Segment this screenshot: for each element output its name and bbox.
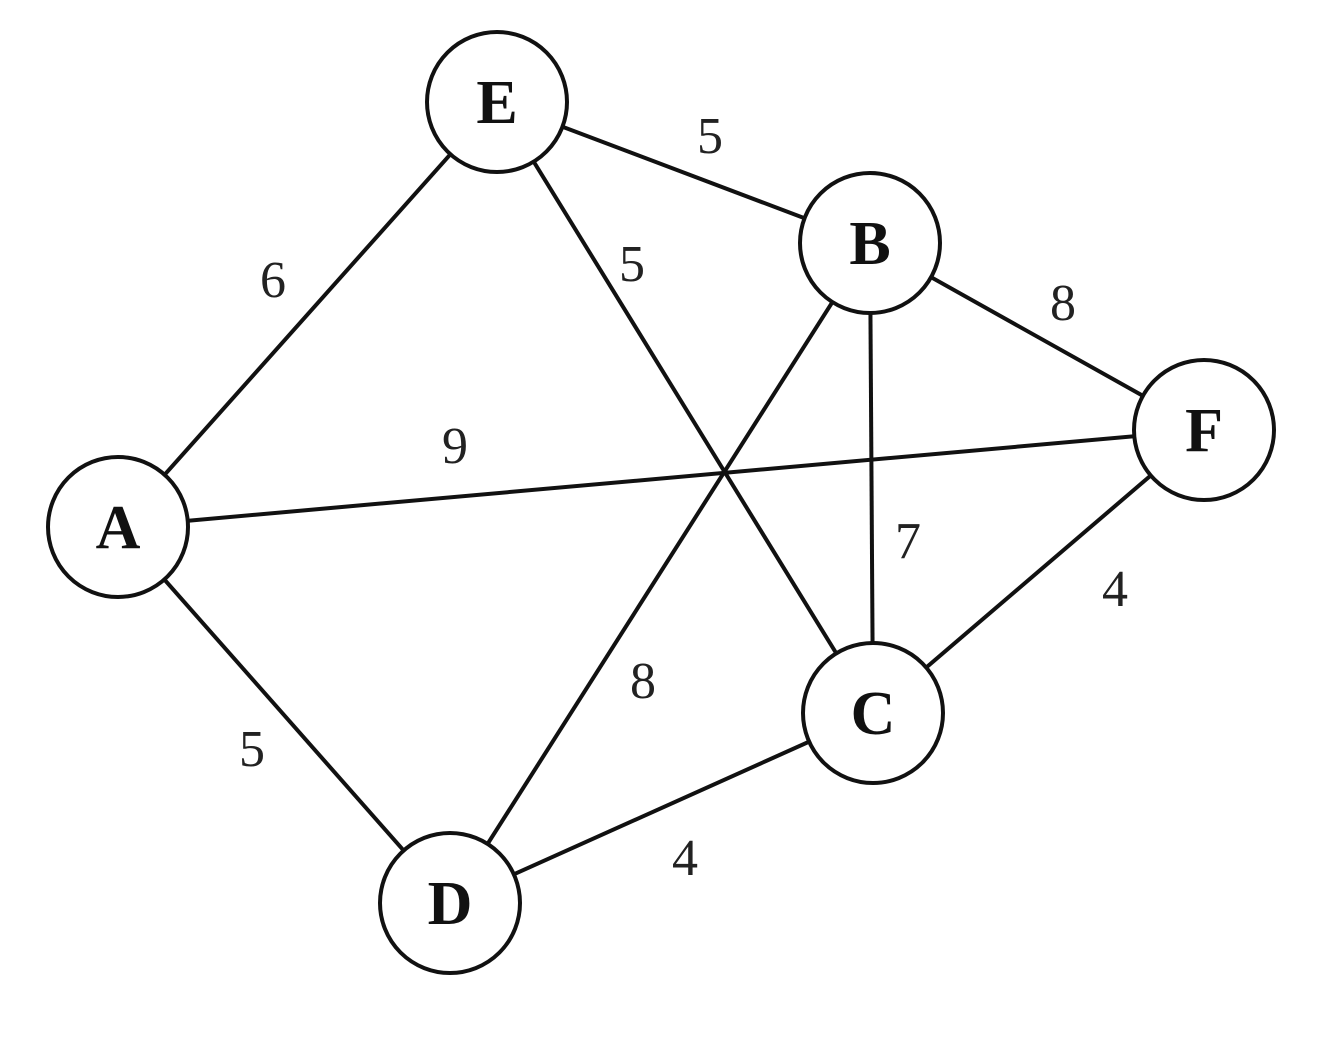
node-label: C (851, 680, 896, 748)
edge-weight-B-D: 8 (630, 653, 656, 710)
edge-A-D (116, 525, 452, 905)
edge-E-C (495, 100, 875, 715)
edge-A-E (116, 100, 499, 529)
node-circle (798, 171, 942, 315)
edge-F-C (871, 428, 1206, 715)
edge-B-D (448, 241, 872, 905)
edge-A-F (117, 428, 1205, 529)
node-A: A (46, 455, 190, 599)
node-circle (801, 641, 945, 785)
node-label: F (1185, 397, 1223, 465)
node-circle (378, 831, 522, 975)
edge-weight-E-B: 5 (697, 108, 723, 165)
node-label: E (476, 69, 517, 137)
node-circle (46, 455, 190, 599)
edge-weight-D-C: 4 (672, 830, 698, 887)
edge-weight-A-F: 9 (442, 418, 468, 475)
edge-weight-A-E: 6 (260, 252, 286, 309)
node-label: D (428, 870, 473, 938)
node-label: A (96, 494, 141, 562)
node-label: B (849, 210, 890, 278)
node-E: E (425, 30, 569, 174)
edge-weight-E-C: 5 (619, 236, 645, 293)
node-circle (425, 30, 569, 174)
edge-weight-F-C: 4 (1102, 561, 1128, 618)
node-C: C (801, 641, 945, 785)
node-D: D (378, 831, 522, 975)
node-circle (1132, 358, 1276, 502)
edge-weight-B-F: 8 (1050, 275, 1076, 332)
edge-weight-B-C: 7 (895, 513, 921, 570)
node-B: B (798, 171, 942, 315)
edge-B-C (868, 242, 875, 714)
node-F: F (1132, 358, 1276, 502)
edge-D-C (449, 711, 874, 905)
edge-weight-A-D: 5 (239, 721, 265, 778)
